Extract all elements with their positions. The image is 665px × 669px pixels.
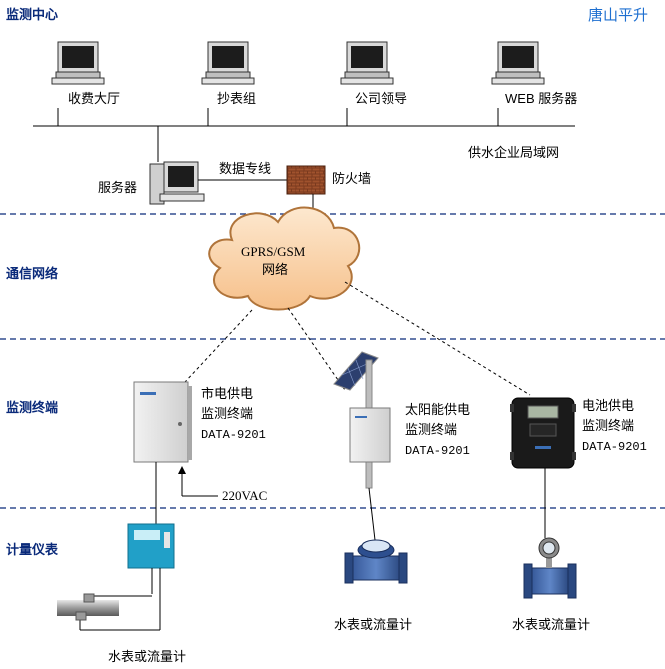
zone-label-monitoring-center: 监测中心 [6, 7, 59, 22]
terminal-battery-model: DATA-9201 [582, 440, 647, 454]
terminal-battery-line2: 监测终端 [582, 418, 635, 433]
power-label: 220VAC [222, 488, 268, 503]
computer-icon [340, 41, 394, 85]
pc-label-web-server: WEB 服务器 [505, 91, 578, 106]
brand-label: 唐山平升 [588, 7, 649, 24]
lan-label: 供水企业局域网 [468, 145, 560, 160]
computer-icon [201, 41, 255, 85]
wireless-link [184, 309, 253, 383]
zone-label-comm-network: 通信网络 [6, 266, 59, 281]
terminal-solar-line1: 太阳能供电 [405, 402, 471, 417]
pc-label-meter-reading: 抄表组 [217, 91, 257, 106]
terminal-mains-model: DATA-9201 [201, 428, 266, 442]
computer-icon [51, 41, 105, 85]
ultrasonic-flowmeter [57, 523, 175, 631]
cloud-label-line2: 网络 [262, 262, 289, 277]
wireless-link [287, 307, 346, 391]
zone-label-terminals: 监测终端 [6, 400, 59, 415]
firewall-icon [286, 165, 326, 195]
dedicated-line-label: 数据专线 [219, 161, 272, 176]
battery-terminal [510, 397, 576, 538]
cloud-icon [208, 206, 361, 311]
water-meter [344, 539, 408, 584]
solar-terminal [333, 351, 391, 541]
firewall-label: 防火墙 [332, 171, 372, 186]
wireless-link [344, 281, 531, 396]
server-icon [149, 161, 205, 205]
terminal-solar-model: DATA-9201 [405, 444, 470, 458]
terminal-mains-line1: 市电供电 [201, 386, 254, 401]
server-label: 服务器 [98, 180, 138, 195]
cloud-label-line1: GPRS/GSM [241, 244, 306, 259]
computer-icon [491, 41, 545, 85]
terminal-mains-line2: 监测终端 [201, 406, 254, 421]
terminal-solar-line2: 监测终端 [405, 422, 458, 437]
meter-label-water: 水表或流量计 [334, 617, 413, 632]
pc-label-leadership: 公司领导 [355, 91, 408, 106]
terminal-battery-line1: 电池供电 [582, 398, 635, 413]
meter-label-flow: 水表或流量计 [512, 617, 591, 632]
meter-label-ultrasonic: 水表或流量计 [108, 649, 187, 664]
flow-meter [523, 537, 577, 599]
zone-label-meters: 计量仪表 [6, 542, 59, 557]
pc-label-billing-hall: 收费大厅 [68, 91, 121, 106]
terminal-box-mains [133, 381, 192, 463]
